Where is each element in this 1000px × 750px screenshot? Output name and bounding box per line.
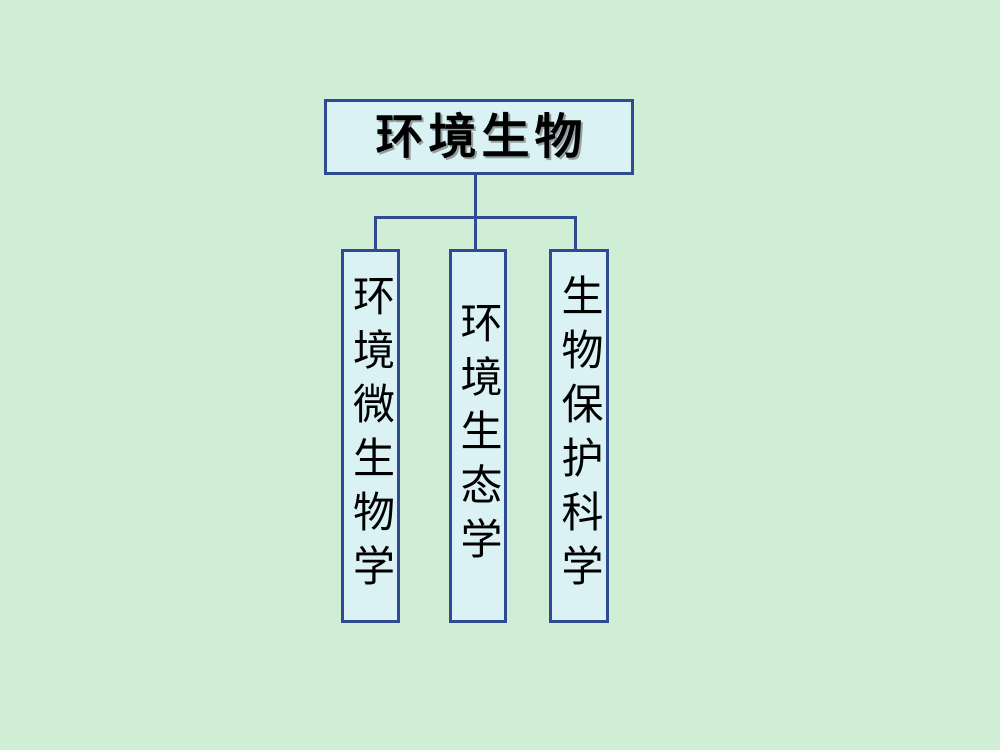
- diagram-node-bio-protection-science: 生物保护科学: [549, 249, 609, 623]
- root-node-label: 环境生物: [375, 109, 588, 165]
- child-node-label: 环境生态学: [454, 301, 503, 571]
- child-node-label: 环境微生物学: [346, 274, 396, 598]
- child-node-label: 生物保护科学: [555, 274, 604, 598]
- connector-horizontal-bar: [374, 216, 577, 219]
- connector-root-stem: [474, 175, 477, 252]
- connector-drop-right: [574, 216, 577, 252]
- diagram-node-root: 环境生物: [324, 99, 634, 175]
- connector-drop-left: [374, 216, 377, 252]
- diagram-node-environmental-microbiology: 环境微生物学: [341, 249, 400, 623]
- diagram-node-environmental-ecology: 环境生态学: [449, 249, 507, 623]
